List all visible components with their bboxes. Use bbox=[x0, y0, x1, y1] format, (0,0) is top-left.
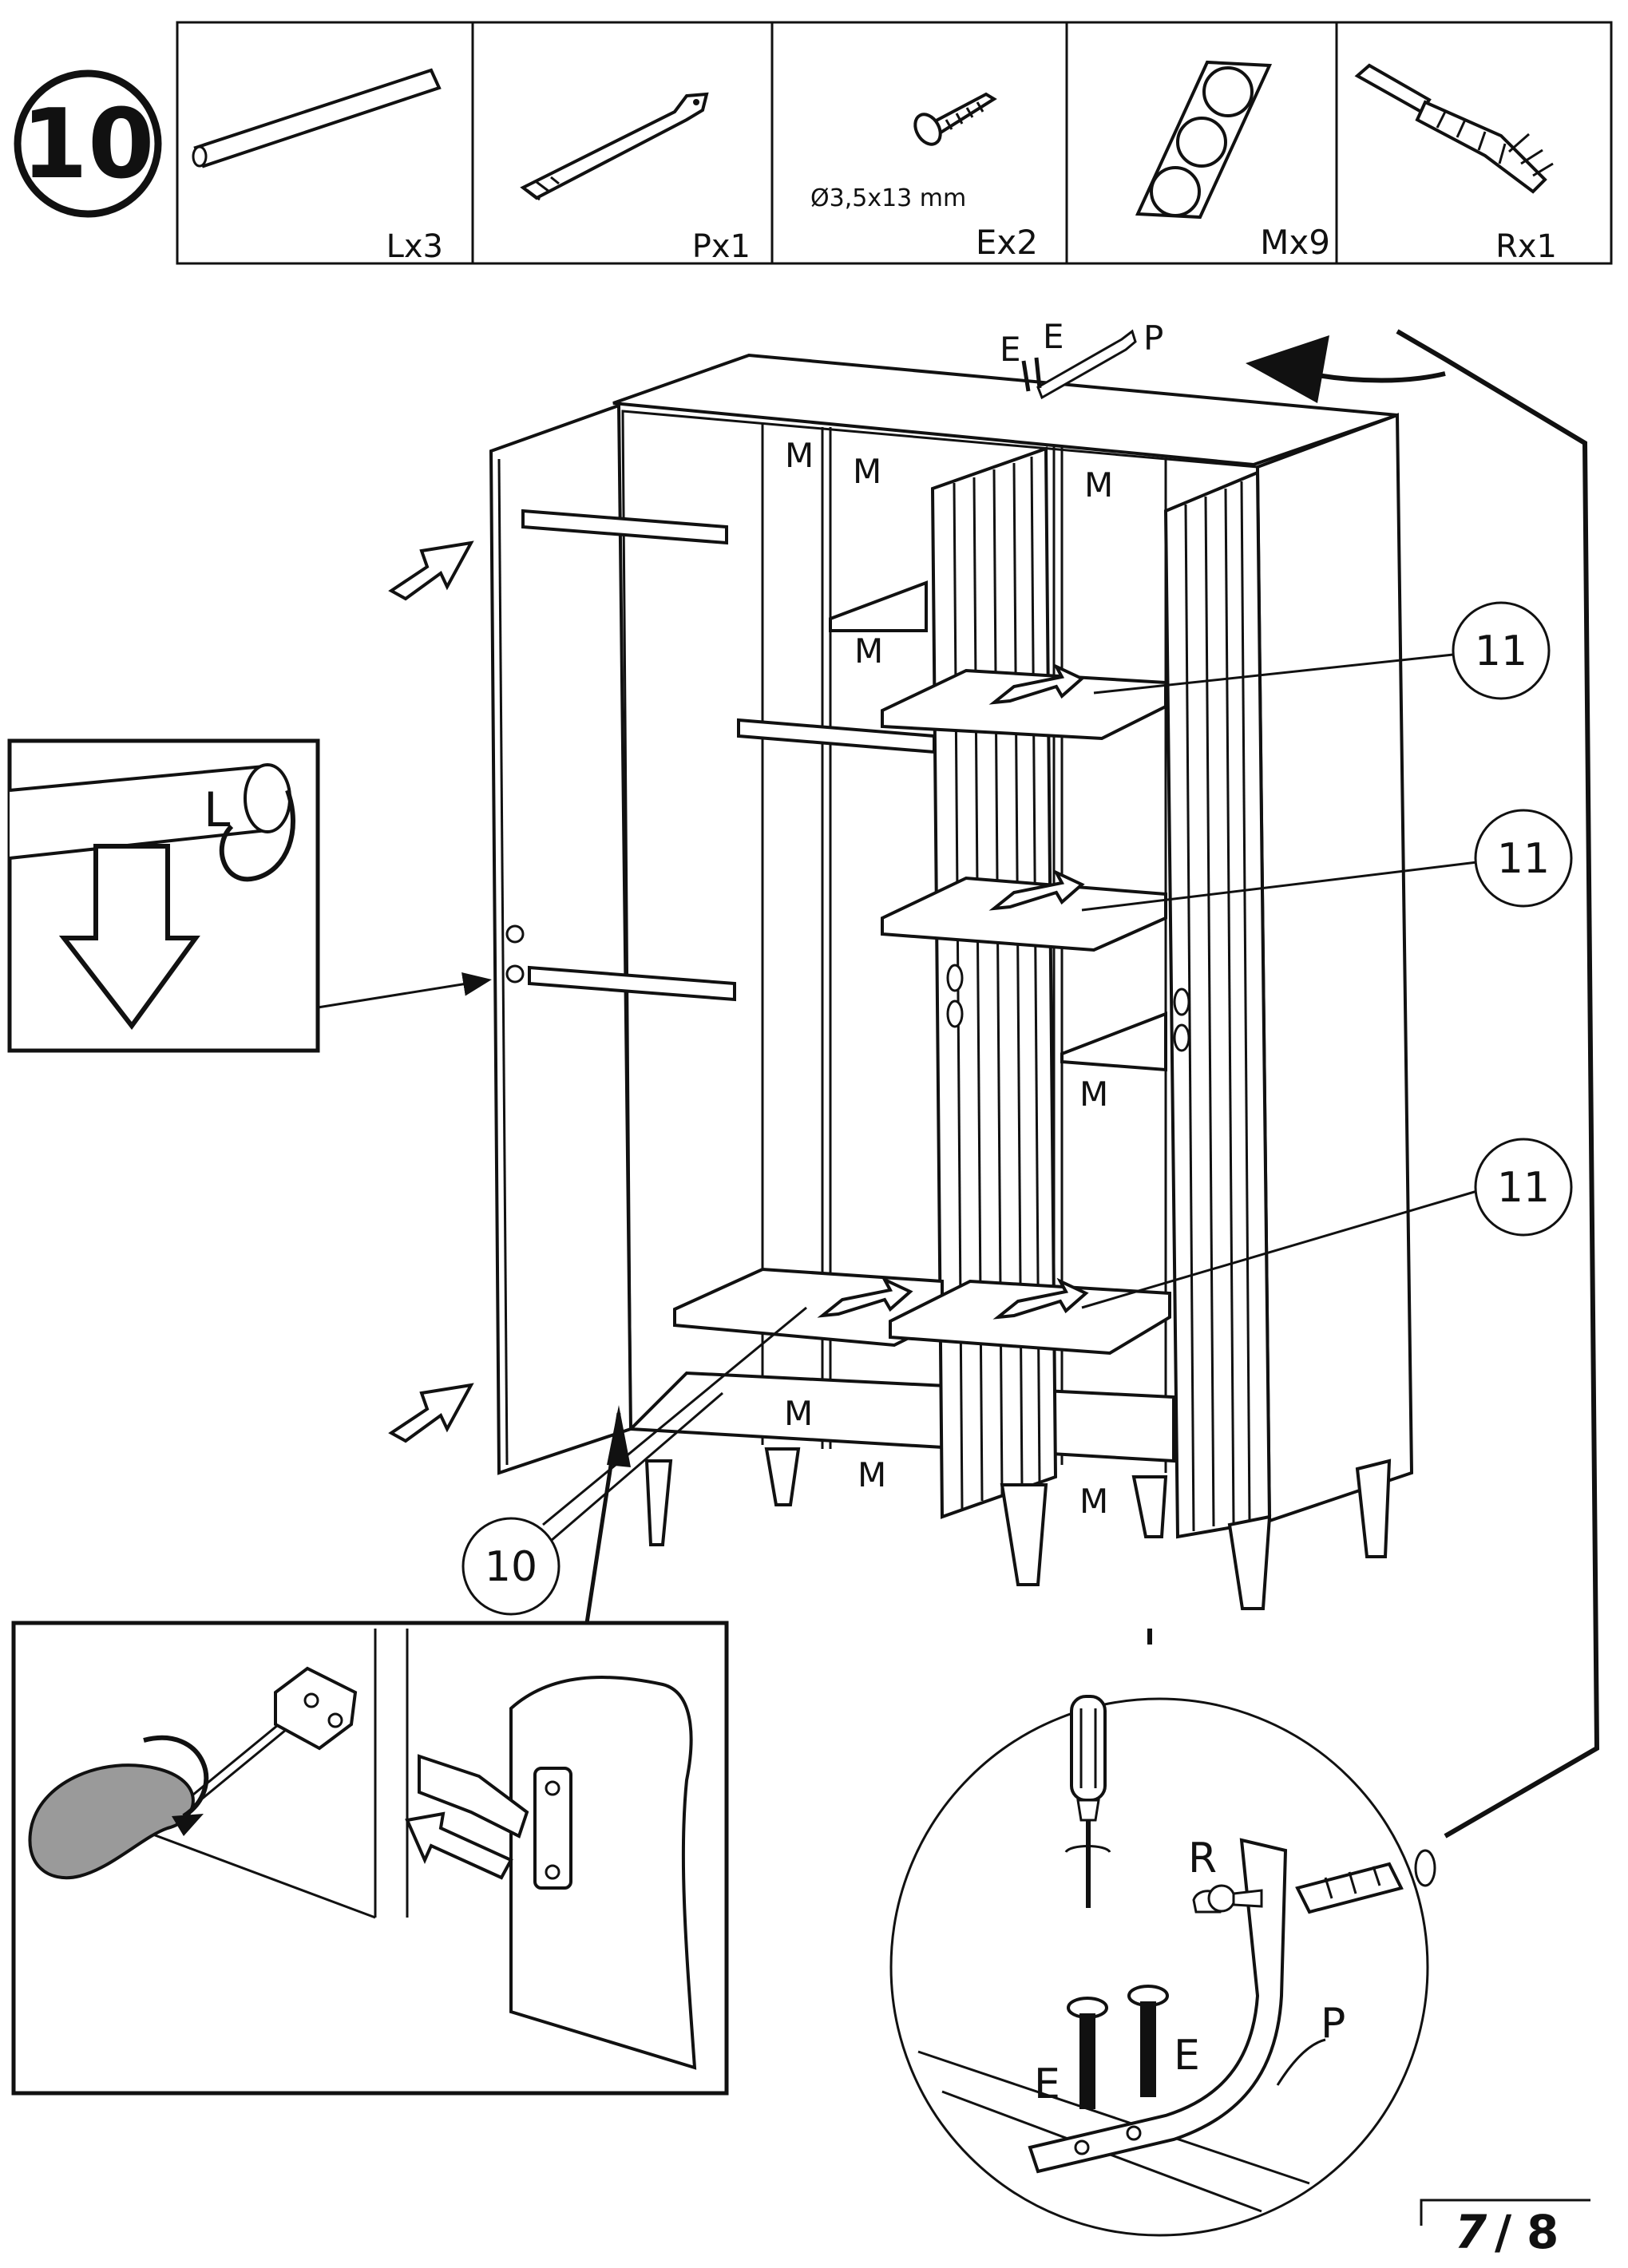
part-label-p: Px1 bbox=[692, 228, 751, 265]
m-label: M bbox=[1084, 465, 1113, 505]
shelf-callout: 11 bbox=[1081, 1138, 1573, 1309]
screw-icon bbox=[913, 92, 997, 146]
page-number: 7 / 8 bbox=[1420, 2199, 1590, 2259]
part-label-l: Lx3 bbox=[386, 228, 443, 265]
shelf-callout: 11 bbox=[1081, 809, 1573, 912]
hinge-detail bbox=[11, 1405, 729, 2096]
callout-11: 11 bbox=[1497, 835, 1550, 883]
m-label: M bbox=[854, 631, 883, 671]
step-badge: 10 bbox=[14, 69, 162, 218]
m-label: M bbox=[1079, 1075, 1108, 1114]
wall-fixing-arrow-icon bbox=[1246, 329, 1600, 1839]
shelf-callout: 11 bbox=[1093, 601, 1551, 700]
parts-strip: Lx3 Px1 Ø3,5x13 mm Ex2 Mx9 bbox=[176, 21, 1613, 265]
e-label: E bbox=[1034, 2060, 1060, 2108]
top-strap-icon bbox=[1021, 329, 1137, 400]
callout-10: 10 bbox=[485, 1543, 537, 1591]
screw-icon bbox=[1067, 1985, 1169, 2109]
strap-icon bbox=[1028, 1838, 1288, 2174]
m-label: M bbox=[785, 436, 814, 475]
pads-icon bbox=[1135, 60, 1273, 220]
rail-icon bbox=[192, 68, 442, 168]
anchor-icon bbox=[1192, 1849, 1436, 1914]
page-current: 7 bbox=[1455, 2205, 1487, 2259]
insert-arrow-icon bbox=[388, 540, 474, 601]
e-label: E bbox=[1000, 330, 1021, 369]
wall-fixing-detail: R E E P bbox=[889, 1629, 1436, 2237]
p-label: P bbox=[1143, 319, 1163, 358]
screw-spec: Ø3,5x13 mm bbox=[810, 184, 966, 212]
part-label-e: Ex2 bbox=[976, 223, 1038, 262]
step-number: 10 bbox=[22, 89, 155, 200]
e-label: E bbox=[1043, 317, 1064, 356]
strap-icon bbox=[520, 92, 709, 201]
wardrobe-illustration: M M M M M M M M E E P bbox=[489, 317, 1414, 1610]
e-label: E bbox=[1174, 2032, 1200, 2080]
part-label-m: Mx9 bbox=[1260, 223, 1330, 262]
screwdriver-icon bbox=[1064, 1695, 1111, 1908]
m-label: M bbox=[853, 452, 881, 491]
page-total: 8 bbox=[1527, 2205, 1559, 2259]
rail-bracket-detail: L bbox=[7, 738, 492, 1053]
callout-11: 11 bbox=[1497, 1164, 1550, 1212]
m-label: M bbox=[784, 1394, 813, 1433]
insert-arrow-icon bbox=[388, 1383, 474, 1443]
l-label: L bbox=[204, 782, 231, 838]
bottom-callout: 10 bbox=[461, 1306, 807, 1616]
callout-11: 11 bbox=[1475, 627, 1527, 675]
part-label-r: Rx1 bbox=[1495, 228, 1557, 265]
insert-arrow-icon bbox=[405, 1811, 513, 1880]
r-label: R bbox=[1188, 1835, 1217, 1882]
m-label: M bbox=[1079, 1482, 1108, 1521]
m-label: M bbox=[858, 1455, 886, 1494]
anchor-icon bbox=[1354, 63, 1554, 194]
page-separator: / bbox=[1495, 2205, 1512, 2259]
screwdriver-icon bbox=[28, 1763, 195, 1880]
